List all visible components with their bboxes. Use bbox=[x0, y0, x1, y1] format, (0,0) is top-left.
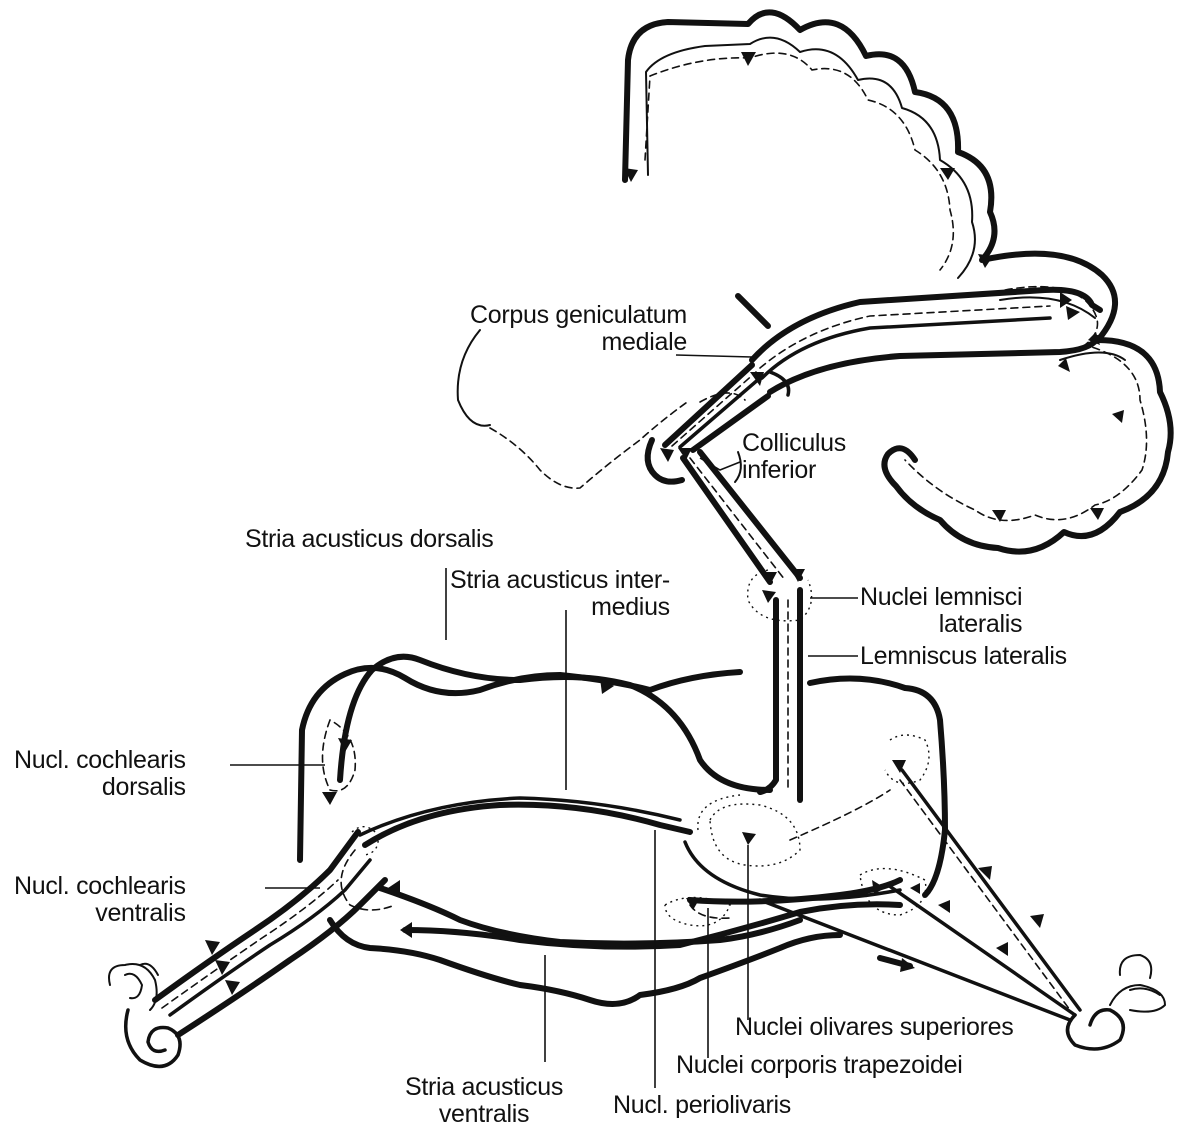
label-cochlearis-dorsalis-line2: dorsalis bbox=[14, 774, 186, 801]
auditory-radiation bbox=[738, 290, 1100, 395]
label-stria-intermedius-line1: Stria acusticus inter- bbox=[450, 567, 670, 594]
label-nuclei-lemnisci-lateralis: Nuclei lemnisci lateralis bbox=[860, 584, 1022, 638]
label-nucl-cochlearis-dorsalis: Nucl. cochlearis dorsalis bbox=[14, 747, 186, 801]
cortex-outline bbox=[624, 12, 1171, 551]
label-corpus-geniculatum-line2: mediale bbox=[470, 329, 687, 356]
left-cochlear-nerve bbox=[155, 792, 385, 1035]
label-stria-acusticus-ventralis: Stria acusticus ventralis bbox=[405, 1074, 563, 1128]
label-stria-intermedius-line2: medius bbox=[450, 594, 670, 621]
label-corpus-geniculatum-line1: Corpus geniculatum bbox=[470, 302, 687, 329]
cochlea-right-icon bbox=[1068, 955, 1166, 1049]
label-cochlearis-dorsalis-line1: Nucl. cochlearis bbox=[14, 747, 186, 774]
label-colliculus-inferior: Colliculus inferior bbox=[742, 430, 846, 484]
label-nuclei-corporis-trapezoidei: Nuclei corporis trapezoidei bbox=[676, 1052, 962, 1079]
label-nuclei-lemnisci-line1: Nuclei lemnisci bbox=[860, 584, 1022, 611]
leader-corpus-geniculatum bbox=[676, 355, 752, 357]
label-corpus-geniculatum-mediale: Corpus geniculatum mediale bbox=[470, 302, 687, 356]
label-stria-acusticus-intermedius: Stria acusticus inter- medius bbox=[450, 567, 670, 621]
right-cochlear-nerve bbox=[760, 770, 1080, 1020]
brainstem-outline bbox=[300, 668, 945, 1004]
label-stria-ventralis-line2: ventralis bbox=[405, 1101, 563, 1128]
label-colliculus-line2: inferior bbox=[742, 457, 846, 484]
label-nuclei-olivares-superiores: Nuclei olivares superiores bbox=[735, 1014, 1013, 1041]
label-cochlearis-ventralis-line2: ventralis bbox=[14, 900, 186, 927]
label-cochlearis-ventralis-line1: Nucl. cochlearis bbox=[14, 873, 186, 900]
label-nucl-periolivaris: Nucl. periolivaris bbox=[613, 1092, 791, 1119]
label-lemniscus-lateralis: Lemniscus lateralis bbox=[860, 643, 1067, 670]
label-colliculus-line1: Colliculus bbox=[742, 430, 846, 457]
label-stria-ventralis-line1: Stria acusticus bbox=[405, 1074, 563, 1101]
label-nucl-cochlearis-ventralis: Nucl. cochlearis ventralis bbox=[14, 873, 186, 927]
label-nuclei-lemnisci-line2: lateralis bbox=[860, 611, 1022, 638]
label-stria-acusticus-dorsalis: Stria acusticus dorsalis bbox=[245, 526, 493, 553]
